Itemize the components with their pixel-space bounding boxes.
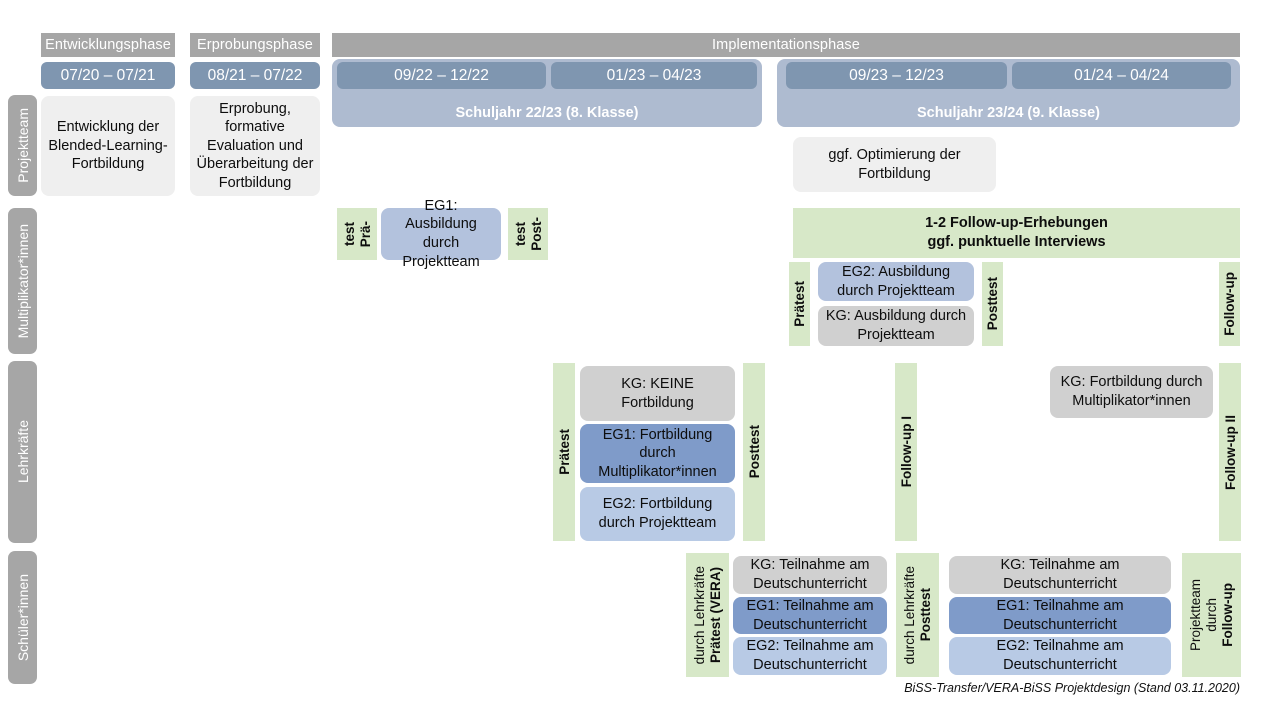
schueler-kg-box-1: KG: Teilnahme am Deutschunterricht [733, 556, 887, 594]
multiplikatoren-praetest-2223: Prä- test [337, 208, 377, 260]
period-label: 01/24 – 04/24 [1074, 66, 1169, 84]
box-text: EG1: Teilnahme am Deutschunterricht [746, 597, 874, 633]
multiplikatoren-eg2-box: EG2: Ausbildung durch Projektteam [818, 262, 974, 301]
school-year-label: Schuljahr 22/23 (8. Klasse) [455, 105, 639, 121]
schueler-eg2-box-1: EG2: Teilnahme am Deutschunterricht [733, 637, 887, 675]
praetest-label: Prätest [792, 281, 807, 327]
multiplikatoren-praetest-2324: Prätest [789, 262, 810, 346]
posttest-label: Posttest [985, 277, 1000, 331]
box-text: Entwicklung der Blended-Learning-Fortbil… [48, 119, 168, 173]
row-label-text: Lehrkräfte [14, 420, 31, 484]
period-pill-0123-0423: 01/23 – 04/23 [551, 62, 757, 89]
schueler-followup-bar: Follow-up durch Projektteam [1182, 553, 1241, 677]
phase-header-implementationsphase: Implementationsphase [332, 33, 1240, 57]
lehrkraefte-followup-2-bar: Follow-up II [1219, 363, 1241, 541]
row-label-schuelerinnen: Schüler*innen [8, 551, 37, 684]
followup-sub2-label: Projektteam [1188, 578, 1203, 652]
box-text: KG: Ausbildung durch Projektteam [825, 308, 967, 343]
period-label: 07/20 – 07/21 [60, 66, 156, 84]
period-label: 08/21 – 07/22 [207, 66, 303, 84]
box-text: KG: Teilnahme am Deutschunterricht [1000, 557, 1120, 592]
box-text: EG2: Ausbildung durch Projektteam [837, 263, 955, 299]
lehrkraefte-kg-fortbildung-box: KG: Fortbildung durch Multiplikator*inne… [1050, 366, 1213, 418]
school-year-label: Schuljahr 23/24 (9. Klasse) [917, 105, 1100, 121]
period-pill-0821-0722: 08/21 – 07/22 [190, 62, 320, 89]
posttest-line2: test [512, 221, 528, 246]
lehrkraefte-followup-1-bar: Follow-up I [895, 363, 917, 541]
followup-2-label: Follow-up II [1222, 414, 1238, 490]
posttest-bold-label: Posttest [918, 588, 933, 642]
period-label: 09/23 – 12/23 [849, 66, 944, 84]
row-label-projektteam: Projektteam [8, 95, 37, 196]
followup-1-label: Follow-up I [898, 416, 914, 488]
period-label: 01/23 – 04/23 [606, 66, 702, 84]
lehrkraefte-kg-keine-box: KG: KEINE Fortbildung [580, 366, 735, 421]
schueler-eg1-box-1: EG1: Teilnahme am Deutschunterricht [733, 597, 887, 634]
box-text: KG: KEINE Fortbildung [621, 375, 694, 411]
posttest-line1: Post- [528, 217, 544, 251]
period-pill-0923-1223: 09/23 – 12/23 [786, 62, 1007, 89]
box-text: KG: Fortbildung durch Multiplikator*inne… [1060, 374, 1203, 409]
lehrkraefte-eg2-box: EG2: Fortbildung durch Projektteam [580, 487, 735, 541]
period-pill-0922-1222: 09/22 – 12/22 [337, 62, 546, 89]
praetest-label: Prätest [556, 429, 572, 475]
schueler-praetest-bar: Prätest (VERA) durch Lehrkräfte [686, 553, 729, 677]
schueler-posttest-bar: Posttest durch Lehrkräfte [896, 553, 939, 677]
multiplikatoren-eg1-box: EG1: Ausbildung durch Projektteam [381, 198, 501, 270]
projektteam-erprobung-box: Erprobung, formative Evaluation und Über… [190, 96, 320, 196]
multiplikatoren-kg-box: KG: Ausbildung durch Projektteam [818, 306, 974, 346]
followup-banner-line2: ggf. punktuelle Interviews [927, 234, 1106, 250]
schueler-eg1-box-2: EG1: Teilnahme am Deutschunterricht [949, 597, 1171, 634]
row-label-lehrkraefte: Lehrkräfte [8, 361, 37, 543]
multiplikatoren-posttest-2223: Post- test [508, 208, 548, 260]
period-label: 09/22 – 12/22 [394, 66, 489, 84]
phase-label: Erprobungsphase [197, 37, 313, 53]
box-text: Erprobung, formative Evaluation und Über… [196, 100, 314, 191]
box-text: EG2: Teilnahme am Deutschunterricht [996, 638, 1124, 673]
phase-label: Implementationsphase [712, 37, 860, 53]
period-pill-0720-0721: 07/20 – 07/21 [41, 62, 175, 89]
footer-text: BiSS-Transfer/VERA-BiSS Projektdesign (S… [904, 681, 1240, 695]
box-text: EG1: Fortbildung durch Multiplikator*inn… [598, 426, 717, 480]
footer-credit: BiSS-Transfer/VERA-BiSS Projektdesign (S… [840, 681, 1240, 699]
period-pill-0124-0424: 01/24 – 04/24 [1012, 62, 1231, 89]
praetest-line2: test [341, 221, 357, 246]
praetest-bold-label: Prätest (VERA) [708, 566, 723, 664]
followup-bold-label: Follow-up [1220, 583, 1235, 647]
followup-label: Follow-up [1222, 272, 1237, 336]
row-label-text: Multiplikator*innen [14, 223, 31, 339]
box-text: KG: Teilnahme am Deutschunterricht [750, 557, 870, 592]
phase-header-erprobungsphase: Erprobungsphase [190, 33, 320, 57]
phase-label: Entwicklungsphase [45, 37, 171, 53]
projektteam-optimierung-box: ggf. Optimierung der Fortbildung [793, 137, 996, 192]
row-label-text: Schüler*innen [14, 573, 31, 662]
row-label-multiplikatorinnen: Multiplikator*innen [8, 208, 37, 354]
box-text: EG2: Teilnahme am Deutschunterricht [746, 638, 874, 673]
lehrkraefte-praetest-bar: Prätest [553, 363, 575, 541]
row-label-text: Projektteam [14, 108, 31, 183]
praetest-sub-label: durch Lehrkräfte [692, 565, 707, 665]
multiplikatoren-followup-banner: 1-2 Follow-up-Erhebungen ggf. punktuelle… [793, 208, 1240, 258]
lehrkraefte-eg1-box: EG1: Fortbildung durch Multiplikator*inn… [580, 424, 735, 483]
phase-header-entwicklungsphase: Entwicklungsphase [41, 33, 175, 57]
multiplikatoren-followup-bar: Follow-up [1219, 262, 1240, 346]
posttest-sub-label: durch Lehrkräfte [902, 565, 917, 665]
box-text: EG1: Ausbildung durch Projektteam [402, 197, 480, 270]
box-text: ggf. Optimierung der Fortbildung [828, 146, 961, 182]
schueler-eg2-box-2: EG2: Teilnahme am Deutschunterricht [949, 637, 1171, 675]
lehrkraefte-posttest-bar: Posttest [743, 363, 765, 541]
projektteam-entwicklung-box: Entwicklung der Blended-Learning-Fortbil… [41, 96, 175, 196]
box-text: EG1: Teilnahme am Deutschunterricht [996, 597, 1124, 633]
posttest-label: Posttest [746, 425, 762, 479]
followup-banner-line1: 1-2 Follow-up-Erhebungen [925, 215, 1108, 232]
followup-sub1-label: durch [1204, 598, 1219, 632]
praetest-line1: Prä- [357, 220, 373, 248]
schueler-kg-box-2: KG: Teilnahme am Deutschunterricht [949, 556, 1171, 594]
multiplikatoren-posttest-2324: Posttest [982, 262, 1003, 346]
box-text: EG2: Fortbildung durch Projektteam [598, 496, 717, 531]
